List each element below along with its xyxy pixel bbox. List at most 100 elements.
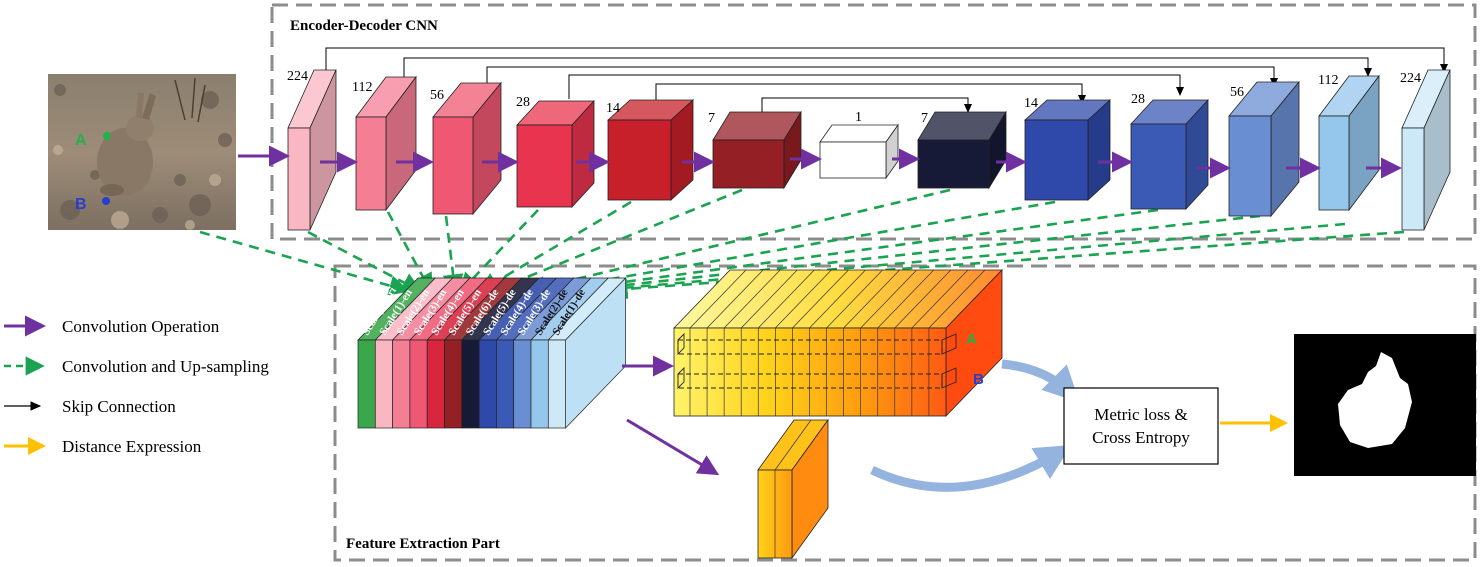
legend-item-conv: Convolution Operation xyxy=(4,315,220,337)
curve-arrow-bottom xyxy=(870,445,1072,492)
pixel-slice-divider-top xyxy=(928,269,986,329)
small-block-divider-top xyxy=(774,419,812,471)
upsample-line xyxy=(199,230,411,296)
upsample-line xyxy=(307,230,423,293)
feature-slice-4 xyxy=(426,339,445,429)
skip-connection-line xyxy=(325,47,1448,76)
skip-connection-line xyxy=(486,66,1278,90)
layer-7: 1 xyxy=(819,110,899,180)
layer-3: 56 xyxy=(430,81,502,216)
layer-front-face xyxy=(607,119,672,201)
layer-size-label: 56 xyxy=(1230,85,1244,100)
layer-size-label: 7 xyxy=(921,111,928,126)
legend-label: Convolution Operation xyxy=(62,317,220,336)
pixel-tube-end xyxy=(677,332,685,356)
upsample-line xyxy=(524,188,951,297)
loss-box: Metric loss & Cross Entropy xyxy=(1063,387,1219,465)
layer-1: 224 xyxy=(287,69,337,231)
upsample-line xyxy=(477,200,632,293)
pixel-point-b-label: B xyxy=(973,371,984,388)
pixel-slice-divider-top xyxy=(689,269,747,329)
feature-slice-0 xyxy=(357,339,376,429)
layer-size-label: 112 xyxy=(352,80,372,95)
feature-slice-1 xyxy=(374,339,393,429)
pixel-slice-divider-top xyxy=(911,269,969,329)
skip-connection-line xyxy=(655,83,1086,107)
layer-6: 7 xyxy=(708,110,802,190)
upsampling-connections xyxy=(199,188,1405,300)
upsample-line xyxy=(574,214,1261,299)
legend-label: Convolution and Up-sampling xyxy=(62,357,269,376)
feature-slice-7 xyxy=(478,339,497,429)
pixel-tube-end xyxy=(941,367,957,389)
pixel-slice-divider-top xyxy=(706,269,764,329)
layer-10: 28 xyxy=(1130,92,1209,211)
stack-to-small-block-arrow xyxy=(626,418,720,476)
layer-size-label: 28 xyxy=(1131,92,1145,107)
layer-11: 56 xyxy=(1228,80,1300,218)
layer-front-face xyxy=(712,139,785,189)
curve-arrow-top xyxy=(1001,359,1080,403)
layer-front-face xyxy=(917,139,990,189)
rabbit-mask-shape xyxy=(1338,352,1412,448)
layer-front-face xyxy=(1228,115,1272,217)
layer-front-face xyxy=(1401,127,1425,231)
layer-5: 14 xyxy=(606,99,695,201)
feature-slice-10 xyxy=(530,339,549,429)
feature-slice-6 xyxy=(461,339,480,429)
encoder-decoder-title: Encoder-Decoder CNN xyxy=(290,18,438,34)
layer-size-label: 7 xyxy=(708,111,715,126)
loss-box-line2: Cross Entropy xyxy=(1092,428,1190,447)
pixel-slice-divider-top xyxy=(843,269,900,329)
output-mask xyxy=(1294,334,1476,476)
layer-9: 14 xyxy=(1023,96,1112,201)
pixel-slice-divider-top xyxy=(877,269,934,329)
feature-slice-11 xyxy=(547,339,566,429)
pixel-slice-divider-top xyxy=(740,269,798,329)
encoder-decoder-panel xyxy=(270,3,1477,241)
upsample-line xyxy=(386,211,433,295)
upsample-line xyxy=(594,222,1346,299)
upsample-line xyxy=(606,230,1405,300)
layer-8: 7 xyxy=(917,110,1007,190)
layer-4: 28 xyxy=(516,95,595,209)
input-image: A B xyxy=(48,74,236,230)
upsample-line xyxy=(542,200,1056,298)
layer-2: 112 xyxy=(352,75,417,212)
pixel-slice-divider-top xyxy=(860,269,917,329)
pixel-point-a-label: A xyxy=(966,331,977,348)
layer-size-label: 224 xyxy=(287,69,308,84)
layer-size-label: 14 xyxy=(1024,96,1038,111)
point-b-label: B xyxy=(75,196,87,213)
layer-front-face xyxy=(819,141,887,179)
legend-item-distance: Distance Expression xyxy=(4,437,202,456)
pixel-slice-divider-top xyxy=(758,269,815,329)
pixel-slice-divider-top xyxy=(894,269,952,329)
layer-front-face xyxy=(516,124,573,208)
pixel-slice-divider-top xyxy=(723,269,781,329)
rabbit-silhouette xyxy=(97,92,156,196)
legend-label: Skip Connection xyxy=(62,397,176,416)
point-b-marker xyxy=(102,197,110,205)
upsample-line xyxy=(559,208,1159,299)
convolution-arrows xyxy=(320,148,1402,179)
layer-size-label: 112 xyxy=(1318,73,1338,88)
feature-extraction-title: Feature Extraction Part xyxy=(346,536,500,552)
layer-front-face xyxy=(432,116,474,215)
legend-item-upsample: Convolution and Up-sampling xyxy=(4,356,269,376)
feature-slice-3 xyxy=(409,339,428,429)
pixel-slice-divider-top xyxy=(826,269,883,329)
pixel-slice-divider-top xyxy=(809,269,866,329)
skip-connection-line xyxy=(568,74,1184,99)
layer-top-face xyxy=(819,124,899,143)
layer-size-label: 56 xyxy=(430,88,444,103)
skip-connection-line xyxy=(761,97,972,116)
layer-front-face xyxy=(287,127,311,231)
layer-12: 112 xyxy=(1318,73,1380,212)
layer-size-label: 224 xyxy=(1400,71,1421,86)
pixel-feature-block xyxy=(673,269,1003,417)
legend-label: Distance Expression xyxy=(62,437,202,456)
legend-item-skip: Skip Connection xyxy=(4,397,176,416)
